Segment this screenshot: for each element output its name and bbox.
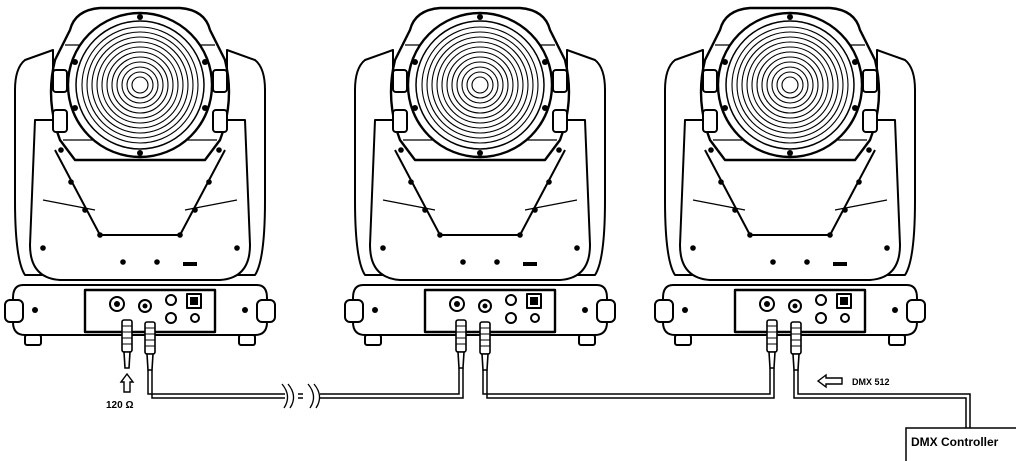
dmx-controller-box: DMX Controller [905,427,1016,461]
dmx-signal-label: DMX 512 [852,377,890,387]
moving-head-2 [343,6,617,347]
terminator-arrow-icon [119,372,135,393]
signal-arrow-icon [816,373,843,389]
terminator-label: 120 Ω [106,400,133,411]
dmx-cables [147,368,971,428]
moving-head-3 [653,6,927,347]
moving-head-1 [3,6,277,347]
dmx-controller-label: DMX Controller [911,435,999,449]
